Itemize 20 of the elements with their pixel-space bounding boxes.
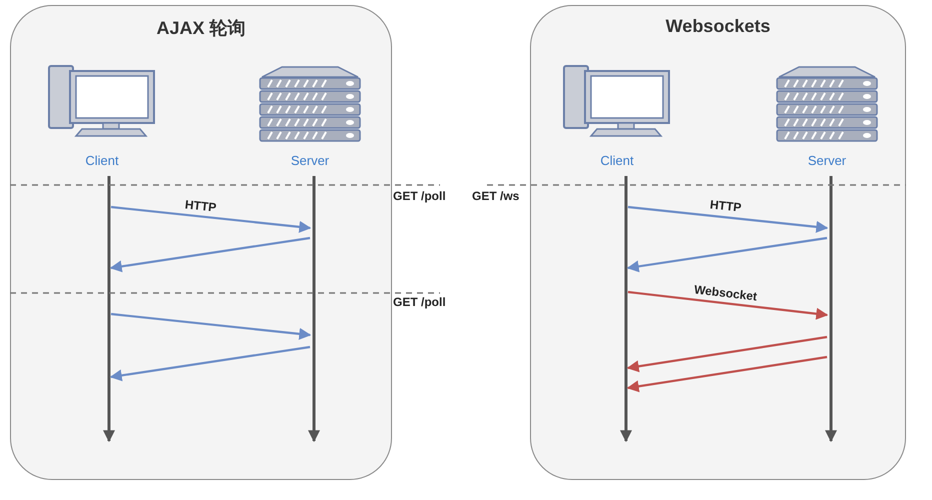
request-label: GET /ws (472, 189, 520, 203)
message-arrow (110, 346, 310, 382)
message-arrow (628, 290, 828, 320)
message-arrow (626, 236, 828, 272)
participant-label: Client (85, 153, 119, 168)
participant-label: Server (808, 153, 846, 168)
diagram-panel (10, 5, 392, 480)
participant-label: Client (600, 153, 634, 168)
message-arrow (626, 356, 828, 392)
message-arrow (110, 206, 312, 233)
diagram-panel (530, 5, 906, 480)
panel-title: Websockets (666, 16, 770, 37)
message-arrow (626, 336, 828, 372)
message-arrow (628, 206, 828, 233)
panel-title: AJAX 轮询 (156, 17, 246, 40)
participant-label: Server (290, 153, 330, 168)
message-arrow (110, 236, 310, 272)
request-label: GET /poll (393, 295, 446, 309)
message-arrow (110, 312, 312, 340)
request-label: GET /poll (393, 189, 446, 203)
